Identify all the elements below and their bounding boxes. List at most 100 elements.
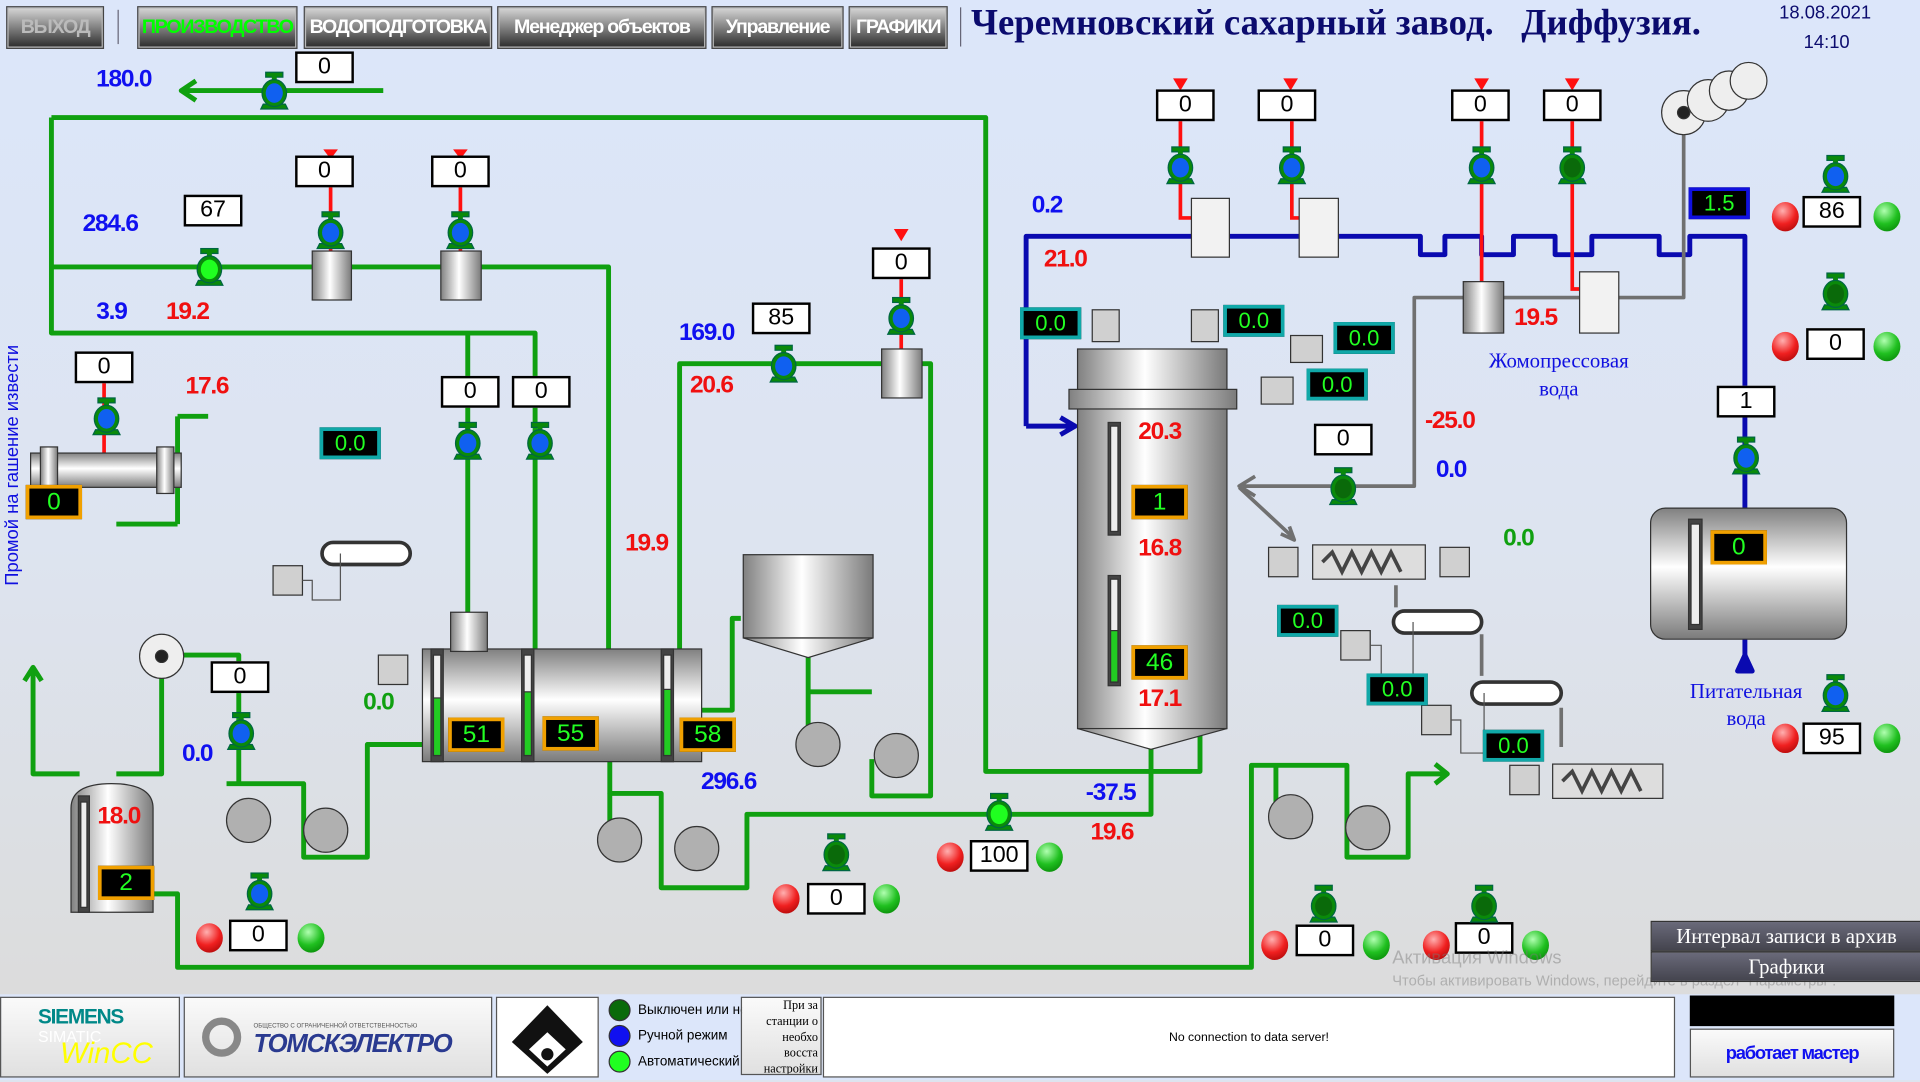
pump-speed-input[interactable]: 95 bbox=[1802, 722, 1862, 755]
pressure-value: 3.9 bbox=[96, 298, 128, 326]
tab-control[interactable]: Управление bbox=[711, 6, 844, 49]
plant-logo bbox=[495, 996, 599, 1078]
press-water-label: Жомопрессовая bbox=[1488, 348, 1629, 373]
press-water-label-2: вода bbox=[1539, 377, 1579, 401]
pump-valve-icon[interactable] bbox=[1821, 154, 1850, 193]
setpoint-input[interactable]: 0 bbox=[431, 155, 490, 188]
setpoint-input[interactable]: 0 bbox=[440, 375, 500, 408]
setpoint-input[interactable]: 0 bbox=[295, 155, 354, 188]
off-state-icon bbox=[608, 999, 631, 1022]
archive-interval-button[interactable]: Интервал записи в архив bbox=[1650, 920, 1920, 952]
valve-icon[interactable] bbox=[1467, 146, 1497, 185]
start-button[interactable] bbox=[1873, 723, 1901, 754]
valve-icon[interactable] bbox=[316, 211, 346, 250]
start-button[interactable] bbox=[297, 923, 325, 953]
motor-speed-display: 0.0 bbox=[1223, 304, 1285, 337]
valve-icon[interactable] bbox=[1731, 436, 1761, 475]
pump-speed-input[interactable]: 0 bbox=[1454, 922, 1514, 954]
setpoint-input[interactable]: 0 bbox=[1542, 89, 1602, 122]
valve-icon[interactable] bbox=[194, 247, 224, 286]
valve-icon[interactable] bbox=[1165, 146, 1195, 185]
start-button[interactable] bbox=[1035, 842, 1063, 872]
motor-speed-display: 0.0 bbox=[1366, 673, 1428, 706]
valve-icon[interactable] bbox=[445, 211, 475, 250]
setpoint-input[interactable]: 67 bbox=[183, 194, 243, 227]
valve-icon[interactable] bbox=[259, 71, 289, 110]
status-indicator bbox=[1689, 995, 1895, 1027]
speed-value: 0.0 bbox=[1503, 524, 1535, 552]
pump-valve-icon[interactable] bbox=[821, 833, 851, 872]
start-button[interactable] bbox=[1362, 930, 1390, 961]
valve-icon[interactable] bbox=[92, 397, 121, 436]
stop-button[interactable] bbox=[1261, 930, 1289, 961]
pump-speed-input[interactable]: 100 bbox=[969, 840, 1029, 872]
exit-button[interactable]: ВЫХОД bbox=[6, 6, 105, 49]
temperature-value: -25.0 bbox=[1424, 407, 1476, 435]
setpoint-input[interactable]: 0 bbox=[74, 351, 134, 384]
stop-button[interactable] bbox=[195, 923, 223, 953]
tab-water-treatment[interactable]: ВОДОПОДГОТОВКА bbox=[303, 6, 493, 49]
setpoint-input[interactable]: 0 bbox=[871, 247, 931, 280]
tomskelektro-logo: ОБЩЕСТВО С ОГРАНИЧЕННОЙ ОТВЕТСТВЕННОСТЬЮ… bbox=[183, 996, 493, 1078]
valve-icon[interactable] bbox=[769, 344, 799, 383]
temperature-value: 19.9 bbox=[625, 529, 669, 557]
valve-icon[interactable] bbox=[525, 421, 555, 460]
setpoint-input[interactable]: 0 bbox=[1451, 89, 1510, 122]
pump-valve-icon[interactable] bbox=[245, 872, 275, 911]
tab-charts[interactable]: ГРАФИКИ bbox=[848, 6, 948, 49]
temperature-value: 18.0 bbox=[97, 802, 141, 830]
setpoint-input[interactable]: 0 bbox=[1155, 89, 1215, 122]
temperature-value: 16.8 bbox=[1138, 534, 1182, 562]
valve-icon[interactable] bbox=[886, 296, 916, 335]
pump-valve-icon[interactable] bbox=[1821, 673, 1850, 713]
pump-speed-input[interactable]: 0 bbox=[806, 882, 866, 915]
valve-icon[interactable] bbox=[1557, 146, 1587, 185]
pump-speed-input[interactable]: 0 bbox=[1295, 924, 1355, 957]
pump-speed-input[interactable]: 86 bbox=[1802, 195, 1862, 228]
start-button[interactable] bbox=[1873, 331, 1901, 362]
time: 14:10 bbox=[1803, 31, 1850, 53]
stop-button[interactable] bbox=[936, 842, 964, 872]
pump-speed-input[interactable]: 0 bbox=[228, 919, 288, 952]
pump-speed-input[interactable]: 0 bbox=[1806, 328, 1865, 361]
flow-value: 284.6 bbox=[82, 210, 139, 237]
valve-icon[interactable] bbox=[1277, 146, 1307, 185]
start-button[interactable] bbox=[1522, 930, 1549, 961]
pump-valve-icon[interactable] bbox=[1821, 272, 1850, 311]
tab-production[interactable]: ПРОИЗВОДСТВО bbox=[137, 6, 298, 49]
stop-button[interactable] bbox=[1771, 331, 1799, 362]
setpoint-input[interactable]: 0 bbox=[511, 375, 571, 408]
tab-object-manager[interactable]: Менеджер объектов bbox=[497, 6, 707, 49]
temperature-value: 19.5 bbox=[1514, 304, 1558, 332]
wincc-logo: SIEMENS SIMATIC WinCC bbox=[0, 996, 181, 1078]
motor-speed-display: 0.0 bbox=[1020, 307, 1082, 340]
connection-message: No connection to data server! bbox=[1168, 1030, 1329, 1044]
master-status-button[interactable]: работает мастер bbox=[1689, 1028, 1895, 1078]
setpoint-input[interactable]: 1 bbox=[1716, 385, 1776, 418]
motor-speed-display: 0.0 bbox=[319, 427, 381, 460]
valve-icon[interactable] bbox=[453, 421, 483, 460]
setpoint-input[interactable]: 85 bbox=[751, 302, 811, 335]
stop-button[interactable] bbox=[1422, 930, 1450, 961]
setpoint-input[interactable]: 0 bbox=[210, 661, 270, 694]
charts-button[interactable]: Графики bbox=[1650, 951, 1920, 983]
start-button[interactable] bbox=[873, 884, 901, 914]
temperature-value: 17.1 bbox=[1138, 685, 1182, 713]
setpoint-input[interactable]: 0 bbox=[1313, 423, 1373, 456]
valve-icon[interactable] bbox=[1328, 467, 1358, 506]
setpoint-input[interactable]: 0 bbox=[295, 51, 354, 84]
stop-button[interactable] bbox=[1771, 202, 1799, 232]
speed-value: 0.0 bbox=[363, 688, 395, 716]
lime-wash-label: Промой на гашение извести bbox=[1, 344, 23, 586]
setpoint-input[interactable]: 0 bbox=[1257, 89, 1317, 122]
pressure-display: 1.5 bbox=[1688, 187, 1750, 220]
pump-valve-icon[interactable] bbox=[984, 792, 1014, 831]
pump-valve-icon[interactable] bbox=[1309, 884, 1339, 923]
valve-icon[interactable] bbox=[226, 711, 256, 751]
feed-water-label-2: вода bbox=[1726, 706, 1766, 730]
stop-button[interactable] bbox=[1771, 723, 1799, 754]
start-button[interactable] bbox=[1873, 202, 1901, 232]
stop-button[interactable] bbox=[772, 884, 800, 914]
pump-valve-icon[interactable] bbox=[1469, 884, 1499, 923]
